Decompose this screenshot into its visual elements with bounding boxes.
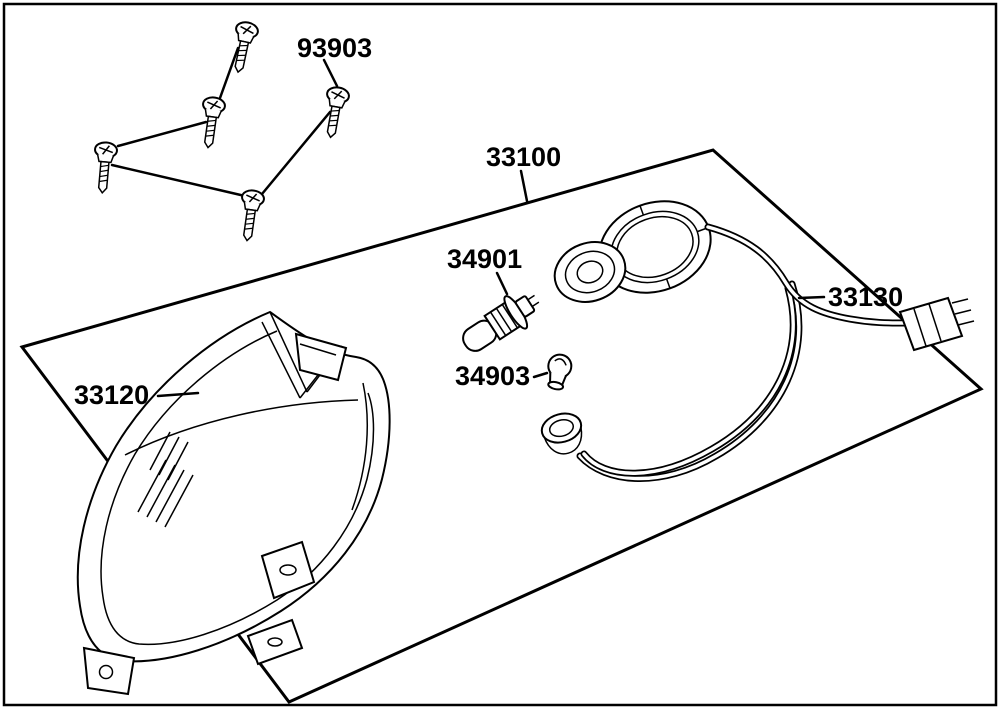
position-bulb-drawing — [547, 353, 573, 391]
screw-link-line — [218, 46, 240, 100]
screw-set-drawing — [90, 19, 352, 244]
lens-right-bracket — [260, 540, 316, 600]
position-bulb-socket-drawing — [540, 412, 583, 455]
leader-line-33120 — [156, 391, 200, 398]
lens-bottom-tab — [246, 618, 304, 666]
screw-link-line — [260, 110, 332, 196]
lens-left-foot — [82, 646, 136, 696]
screw-link-line — [116, 120, 208, 148]
part-label-lens-unit: 33120 — [74, 380, 149, 410]
wire-harness-drawing — [576, 223, 909, 482]
leader-line-93903 — [322, 58, 339, 88]
headlight-lens-drawing — [76, 310, 391, 696]
lens-top-bracket — [294, 332, 348, 382]
leader-line-33130 — [797, 295, 826, 300]
screw-icon — [235, 188, 266, 244]
wire-connector-drawing — [898, 296, 975, 352]
lens-hatch-marks — [137, 431, 194, 528]
leader-line-33100 — [519, 169, 529, 203]
part-label-position-bulb: 34903 — [455, 361, 530, 391]
screw-icon — [318, 84, 352, 141]
part-label-socket-cord: 33130 — [828, 282, 903, 312]
leader-line-34901 — [495, 271, 509, 296]
part-label-headlight-comp: 33100 — [486, 142, 561, 172]
bulb-socket-cap-drawing — [553, 241, 627, 303]
screw-icon — [90, 140, 119, 195]
part-label-screw-set: 93903 — [297, 33, 372, 63]
screw-link-line — [110, 163, 247, 198]
part-label-headlight-bulb: 34901 — [447, 244, 522, 274]
headlight-bulb-drawing — [462, 294, 540, 352]
leader-line-34903 — [532, 371, 549, 379]
